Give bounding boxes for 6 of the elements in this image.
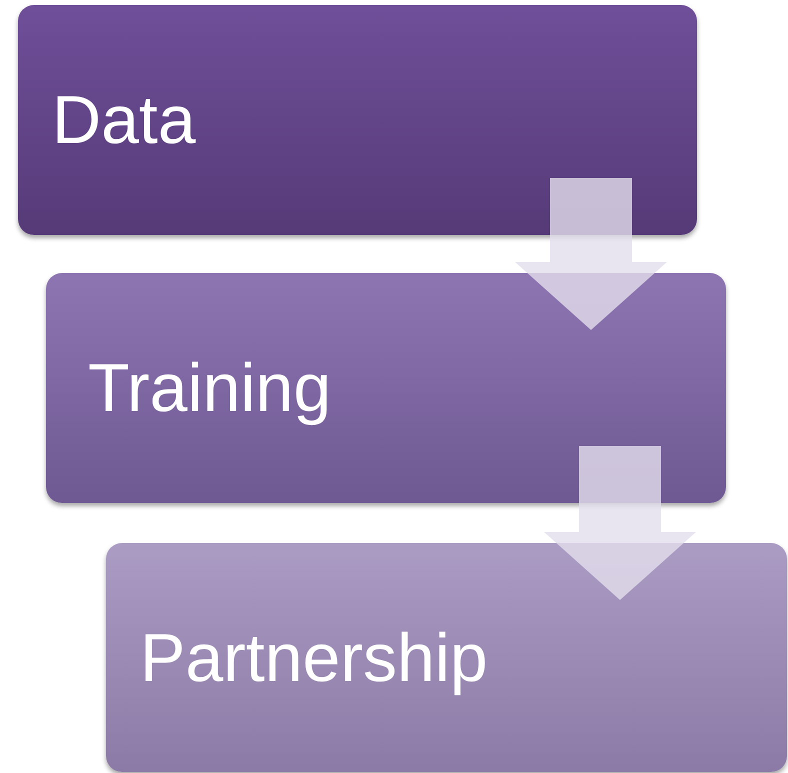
- process-box: [46, 273, 726, 503]
- process-box: [18, 5, 697, 235]
- box-label: Data: [52, 86, 196, 154]
- block-arrow: [544, 446, 696, 600]
- process-box: [106, 543, 787, 772]
- block-arrow: [515, 178, 667, 330]
